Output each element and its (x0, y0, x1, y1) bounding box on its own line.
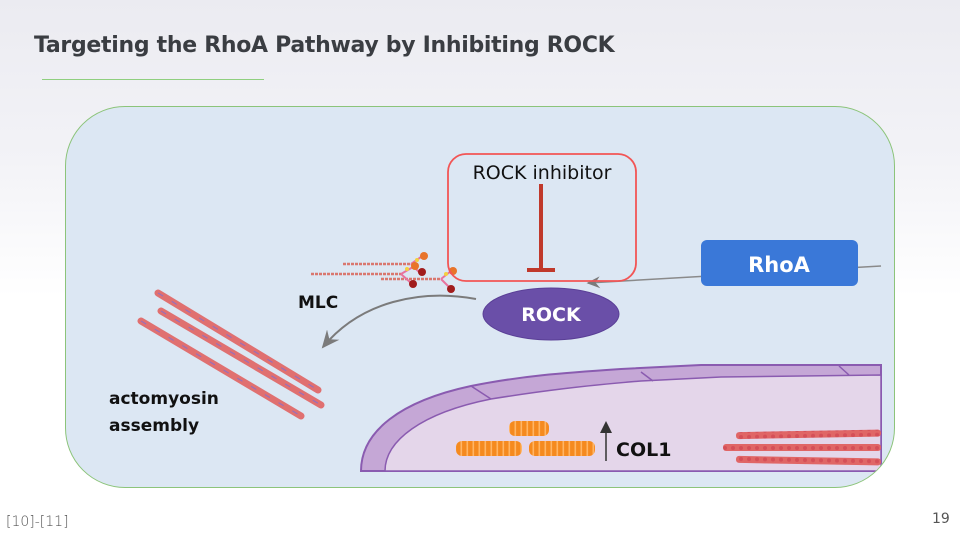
pathway-diagram: COL1 actomyosin assembly (109, 153, 882, 472)
actomyosin-label-line2: assembly (109, 416, 199, 436)
rhoa-node: RhoA (701, 240, 858, 286)
rock-inhibitor-label: ROCK inhibitor (473, 162, 612, 184)
mlc-label: MLC (298, 293, 338, 313)
actomyosin-fibers (137, 289, 325, 420)
slide-title: Targeting the RhoA Pathway by Inhibiting… (34, 33, 615, 58)
rock-node: ROCK (482, 287, 620, 341)
rock-inhibitor-box: ROCK inhibitor (447, 153, 637, 282)
references: [10]-[11] (6, 514, 69, 530)
rock-label: ROCK (521, 304, 582, 326)
col1-label: COL1 (616, 439, 671, 461)
pathway-panel: COL1 actomyosin assembly (65, 106, 895, 488)
rhoa-label: RhoA (748, 253, 811, 277)
page-number: 19 (932, 511, 950, 527)
col1-fibril-icon (456, 421, 595, 456)
title-underline (42, 79, 264, 80)
collagen-fibers (723, 429, 882, 466)
myosin-light-chain-illustration (311, 252, 457, 293)
actomyosin-label-line1: actomyosin (109, 389, 219, 409)
rock-to-actomyosin-arrow (321, 294, 477, 349)
